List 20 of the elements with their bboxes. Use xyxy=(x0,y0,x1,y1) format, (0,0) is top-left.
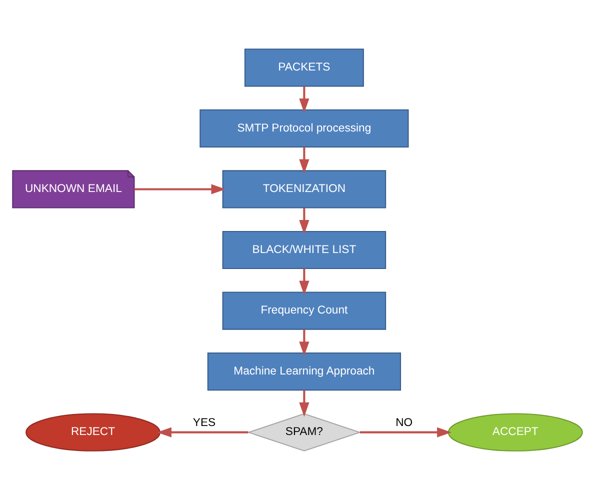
edge-label: NO xyxy=(396,416,413,429)
node-box: Frequency Count xyxy=(222,292,386,330)
arrow xyxy=(299,86,310,113)
node-box: Machine Learning Approach xyxy=(207,352,402,391)
arrow xyxy=(299,329,310,356)
arrow xyxy=(134,184,226,194)
node-ellipse: ACCEPT xyxy=(448,413,583,452)
arrow xyxy=(157,427,248,438)
node-box: BLACK/WHITE LIST xyxy=(222,230,386,270)
arrow xyxy=(299,390,310,417)
arrow xyxy=(299,268,310,296)
node-diamond: SPAM? xyxy=(246,413,362,452)
arrow xyxy=(360,427,452,438)
arrow xyxy=(299,147,310,174)
node-box: TOKENIZATION xyxy=(222,170,386,208)
node-ellipse: REJECT xyxy=(26,413,160,452)
node-box: SMTP Protocol processing xyxy=(200,109,409,148)
edge-label: YES xyxy=(192,416,216,429)
arrow xyxy=(299,208,310,234)
node-box: PACKETS xyxy=(244,48,364,87)
